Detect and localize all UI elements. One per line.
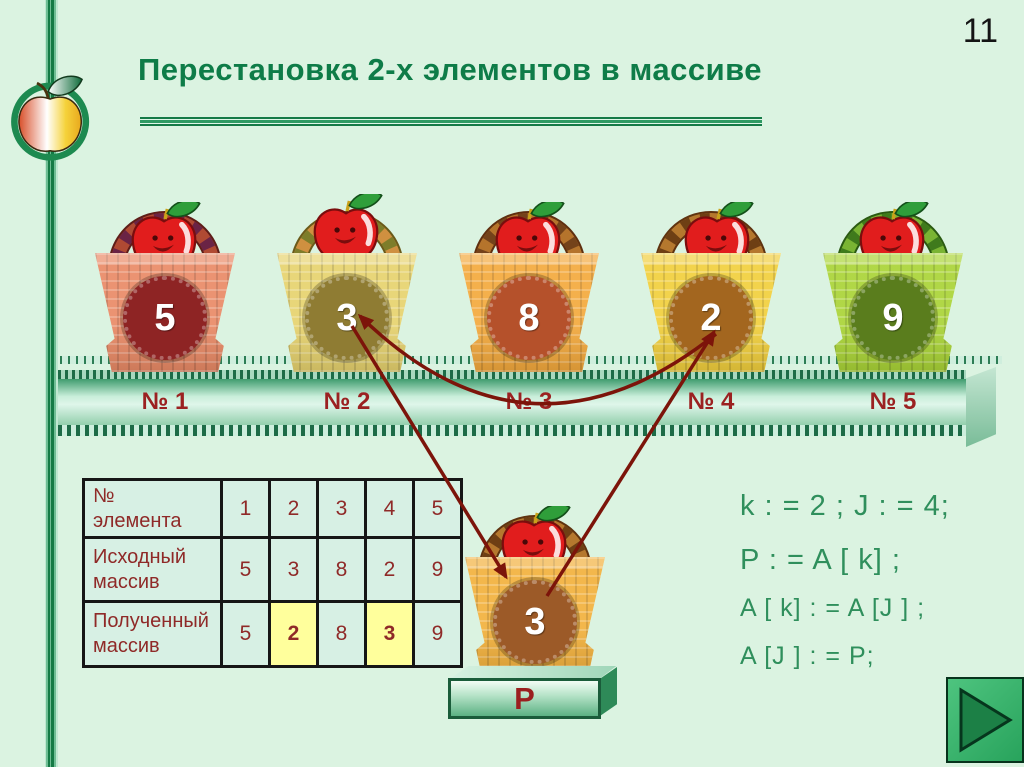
basket-2: 3 [272,158,422,372]
basket-value: 3 [336,296,358,339]
title-underline [140,117,762,126]
shelf-label-1: № 1 [141,388,189,415]
row-label-line: массив [93,570,160,593]
code-line: A [ k] : = A [J ] ; [740,594,926,622]
basket-value: 5 [154,296,176,339]
table-cell-highlighted: 3 [364,600,415,668]
basket-1: 5 [90,158,240,372]
pedestal-side-face [600,667,617,716]
basket-5: 9 [818,158,968,372]
row-label-line: элемента [93,509,182,532]
basket-badge: 3 [493,580,577,664]
pedestal-front-face: P [448,678,601,719]
basket-p: 3 [460,462,610,676]
shelf-label-3: № 3 [505,388,553,415]
shelf-label-2: № 2 [323,388,371,415]
table-cell: 8 [316,600,367,668]
basket-badge: 3 [305,276,389,360]
code-line: A [J ] : = P; [740,642,875,670]
table-cell: 5 [412,478,463,539]
table-cell: 9 [412,536,463,603]
page-title: Перестановка 2-х элементов в массиве [137,52,763,87]
basket-badge: 9 [851,276,935,360]
next-slide-button[interactable] [946,677,1024,763]
basket-body [95,253,235,372]
table-cell: 1 [220,478,271,539]
basket-value: 2 [700,296,722,339]
left-accent-line [45,0,58,767]
code-line: P : = A [ k] ; [740,544,901,576]
shelf: № 1 № 2 № 3 № 4 № 5 [58,367,996,447]
table-cell: 3 [316,478,367,539]
apple-logo-icon [11,75,90,161]
table-cell: 5 [220,536,271,603]
code-line: k : = 2 ; J : = 4; [740,490,950,522]
table-cell: 2 [364,536,415,603]
code-block: k : = 2 ; J : = 4; P : = A [ k] ; A [ k]… [740,490,1020,671]
basket-badge: 2 [669,276,753,360]
row-label-line: Исходный [93,545,187,568]
pedestal-top-face [449,666,617,679]
basket-value: 8 [518,296,540,339]
table-cell: 3 [268,536,319,603]
table-cell: 4 [364,478,415,539]
basket-3: 8 [454,158,604,372]
table-cell: 9 [412,600,463,668]
basket-badge: 5 [123,276,207,360]
row-label-line: Полученный [93,610,209,632]
basket-value: 9 [882,296,904,339]
shelf-3d-side [966,367,996,447]
table-row: Полученный массив 5 2 8 3 9 [82,600,463,668]
table-cell-highlighted: 2 [268,600,319,668]
pedestal-label: P [514,681,535,716]
row-label-line: массив [93,635,160,657]
shelf-label-4: № 4 [687,388,735,415]
table-cell: 2 [268,478,319,539]
basket-4: 2 [636,158,786,372]
table-cell: 5 [220,600,271,668]
play-icon [959,687,1013,753]
page-number: 11 [962,12,998,50]
row-label-line: № [93,484,115,507]
apple-logo [5,68,99,164]
p-pedestal: P [448,666,618,719]
basket-value: 3 [524,600,546,643]
shelf-face: № 1 № 2 № 3 № 4 № 5 [58,367,996,447]
table-cell: 8 [316,536,367,603]
shelf-bottom-border [58,425,966,436]
basket-badge: 8 [487,276,571,360]
shelf-label-5: № 5 [869,388,917,415]
